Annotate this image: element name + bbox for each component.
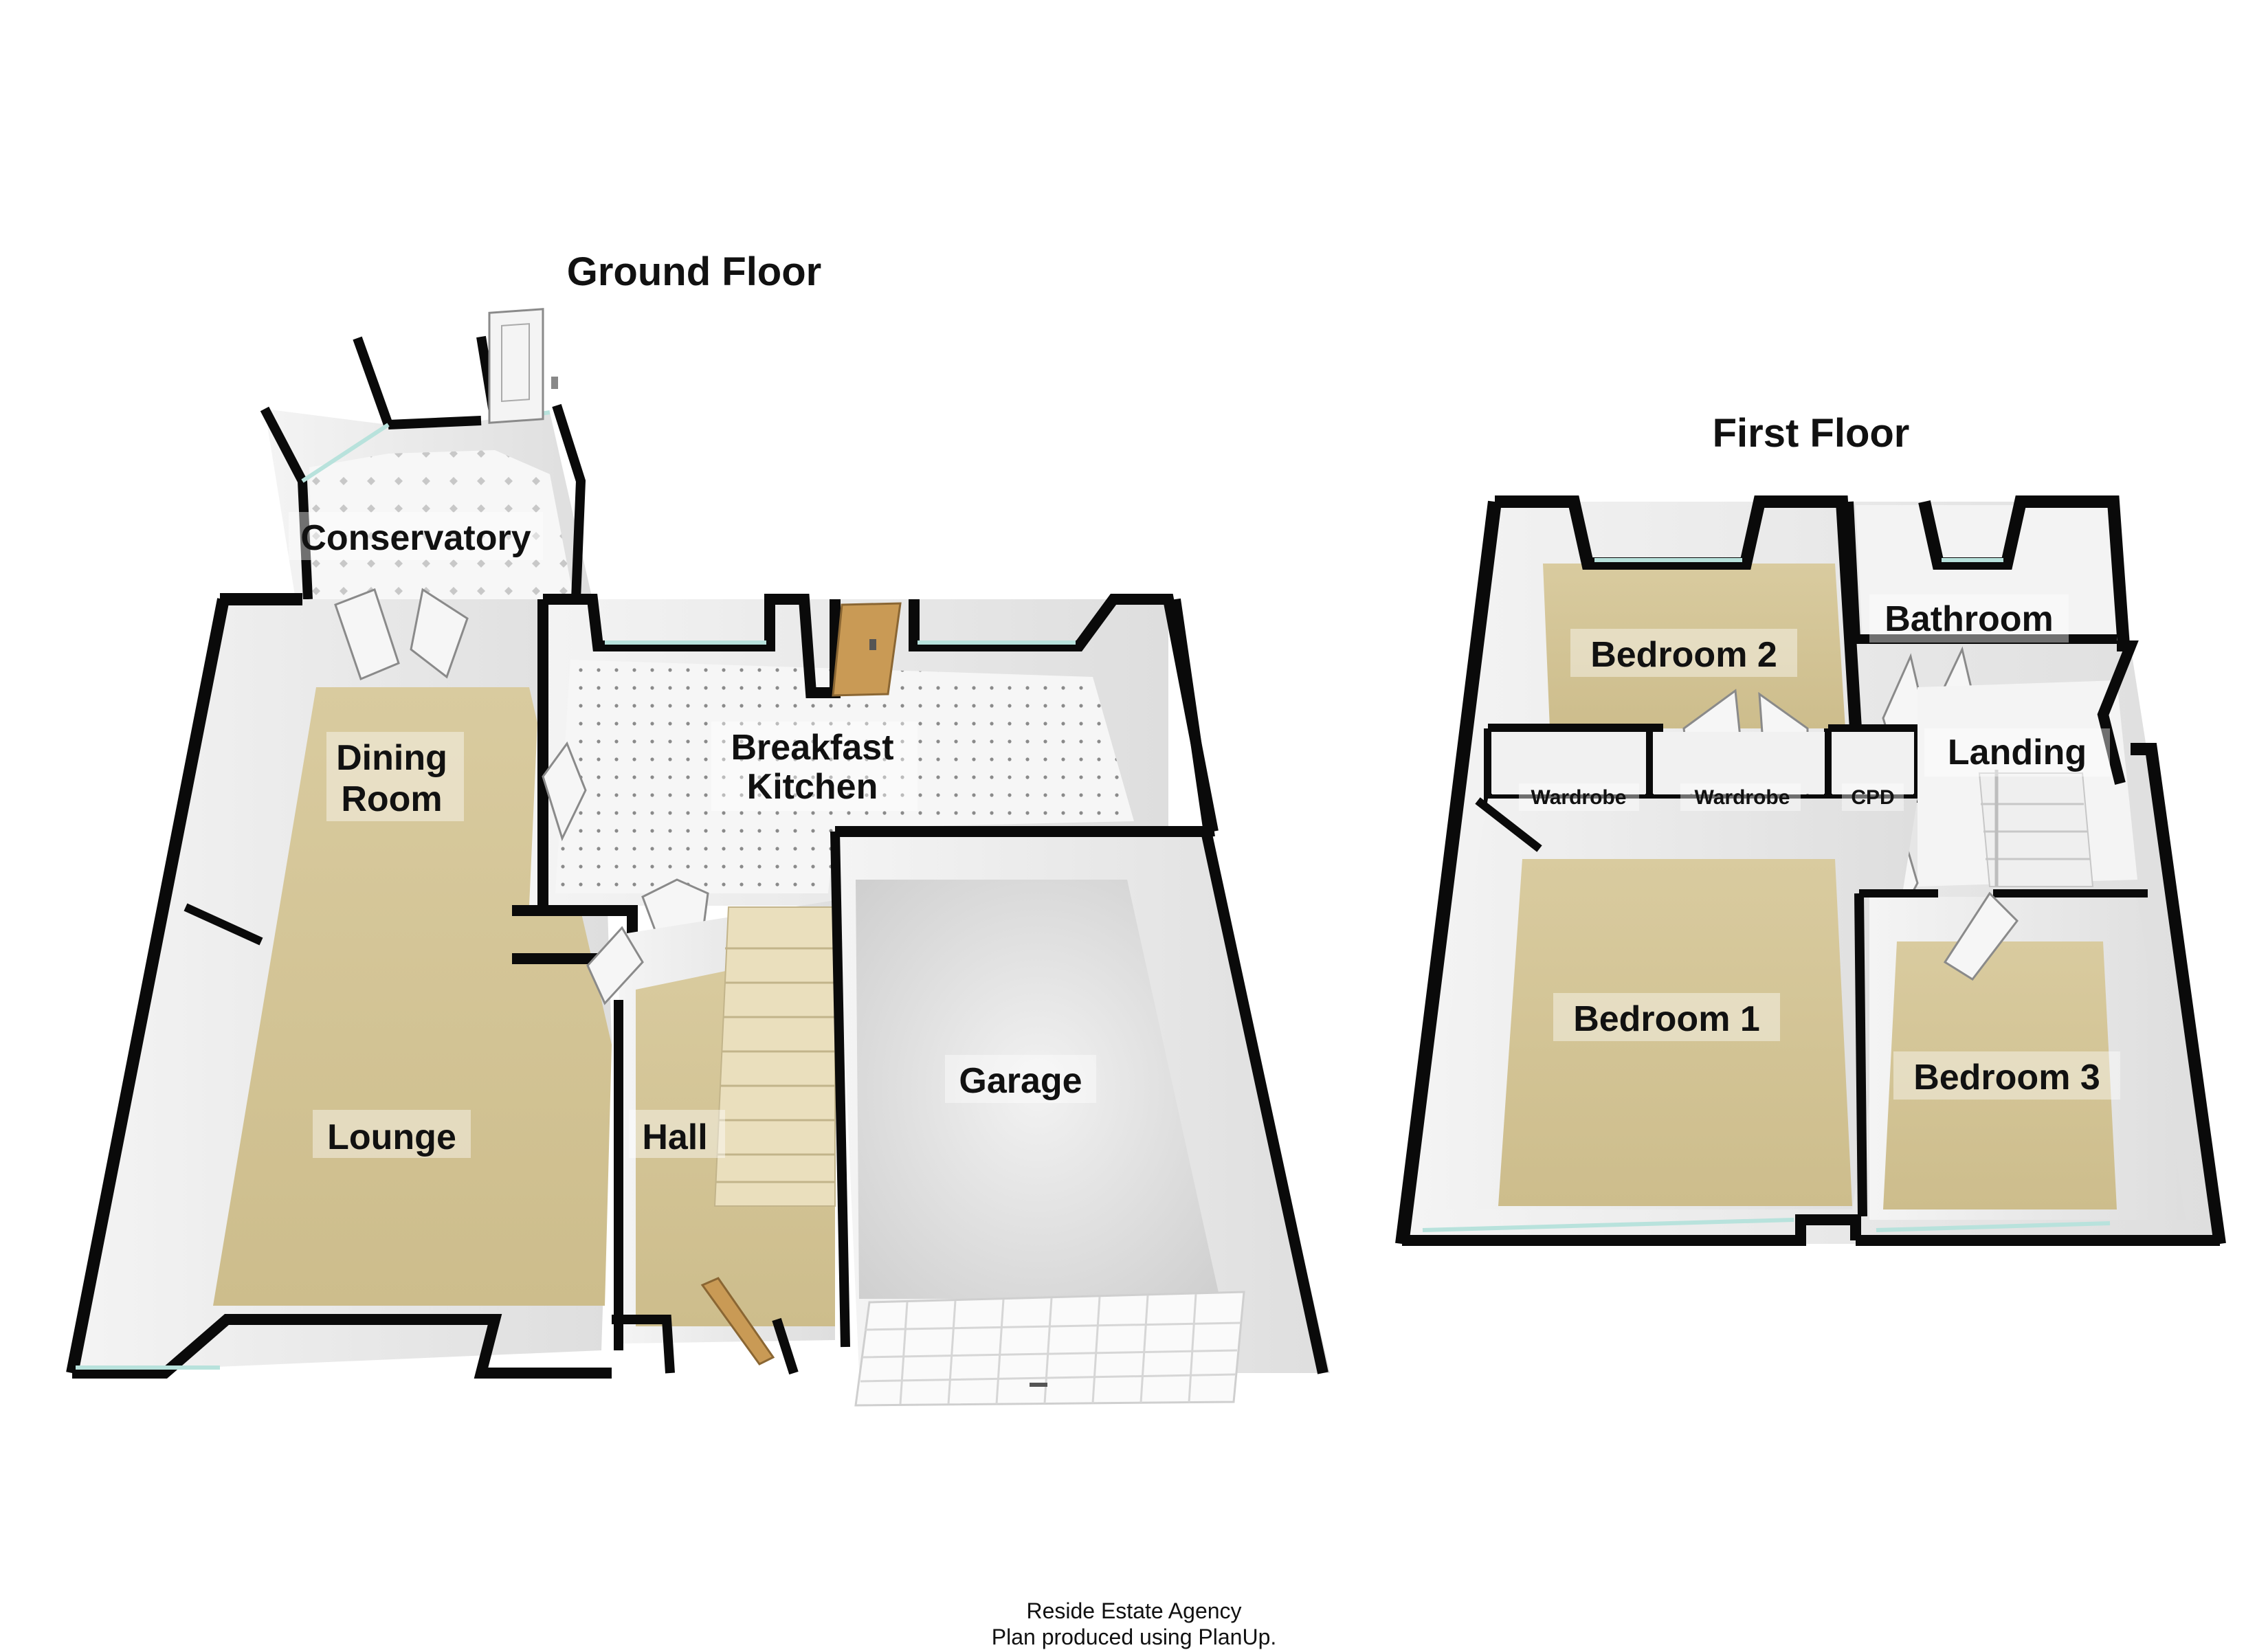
dining-door-icon-2 [410, 588, 469, 679]
footer-agency: Reside Estate Agency [1026, 1598, 1242, 1623]
dining-room-label-line1: Dining [336, 738, 447, 778]
bedroom-1-room [1395, 500, 1917, 1246]
landing-stairs [1978, 770, 2094, 887]
lounge-label: Lounge [327, 1117, 456, 1157]
bedroom-1-label: Bedroom 1 [1573, 999, 1760, 1039]
kitchen-back-door-icon [832, 602, 902, 697]
breakfast-kitchen-label-line2: Kitchen [747, 767, 878, 807]
conservatory-label: Conservatory [300, 518, 531, 558]
ground-floor-plan: Ground Floor Conservatory Dining Room Br… [66, 249, 1330, 1407]
garage-room [830, 598, 1330, 1407]
bathroom-room [1844, 495, 2130, 766]
conservatory-door-icon [488, 308, 544, 424]
first-floor-title: First Floor [1713, 411, 1910, 456]
kitchen-side-door-icon [542, 741, 587, 842]
breakfast-kitchen-label-line1: Breakfast [731, 728, 893, 768]
hall-stairs [713, 906, 836, 1207]
hall-side-door-icon [586, 926, 644, 1005]
wardrobe-2-label: Wardrobe [1695, 786, 1790, 809]
hall-room [586, 900, 836, 1375]
ground-floor-title: Ground Floor [567, 249, 822, 294]
first-floor-plan: First Floor Bedroom 2 Bathroom Landing W… [1395, 411, 2226, 1246]
garage-door-icon [854, 1291, 1245, 1407]
landing-label: Landing [1948, 733, 2087, 772]
cpd-label: CPD [1851, 786, 1894, 809]
hall-label: Hall [642, 1117, 707, 1157]
bedroom-3-label: Bedroom 3 [1913, 1058, 2100, 1097]
footer-credit: Plan produced using PlanUp. [991, 1625, 1277, 1649]
bedroom-2-label: Bedroom 2 [1590, 635, 1777, 675]
bedroom-3-room [1854, 889, 2220, 1246]
dining-lounge-room [66, 588, 612, 1379]
bathroom-label: Bathroom [1885, 599, 2054, 639]
dining-room-label-line2: Room [341, 779, 442, 819]
wardrobe-1-label: Wardrobe [1531, 786, 1627, 809]
front-door-icon [700, 1277, 775, 1365]
dining-door-icon [334, 588, 400, 681]
bedroom-3-door-icon [1943, 891, 2019, 981]
garage-label: Garage [959, 1061, 1082, 1101]
conservatory-room [260, 308, 592, 600]
